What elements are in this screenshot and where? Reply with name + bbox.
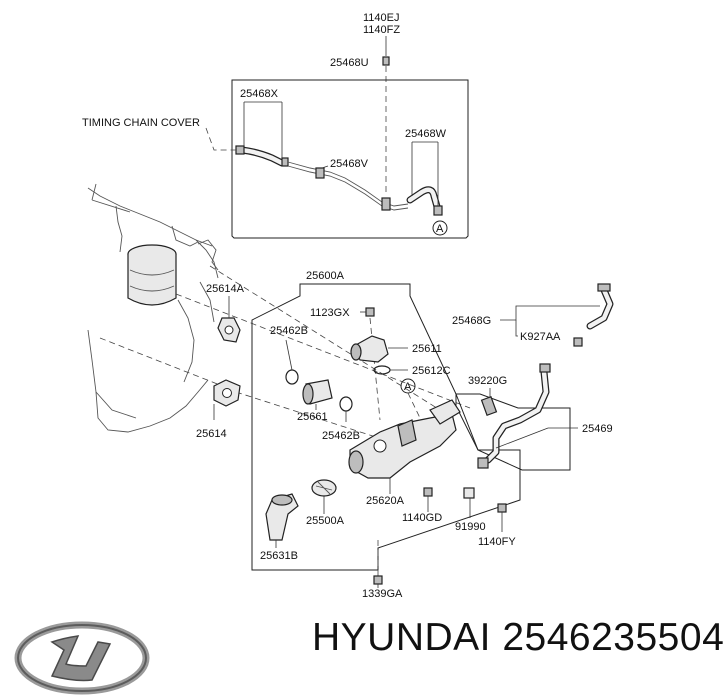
ref-a-mid: A <box>404 381 412 393</box>
label-25612c: 25612C <box>412 365 451 377</box>
label-25620a: 25620A <box>366 495 405 507</box>
pipe-25469 <box>477 363 551 469</box>
bolt-1140fy <box>497 503 507 513</box>
label-39220g: 39220G <box>468 375 507 387</box>
brand-part-number: HYUNDAI 2546235504 <box>312 616 724 659</box>
oring-25612c <box>373 365 391 375</box>
clamp-k927aa <box>573 337 583 347</box>
hyundai-logo-icon <box>14 621 150 695</box>
hose-25468x <box>235 145 289 167</box>
label-1339ga: 1339GA <box>362 588 403 600</box>
label-k927aa: K927AA <box>520 331 561 343</box>
pipe-25468v <box>287 161 409 211</box>
label-25468w: 25468W <box>405 128 447 140</box>
hose-25468w <box>406 186 443 216</box>
label-25600a: 25600A <box>306 270 345 282</box>
ref-a-top: A <box>436 223 444 235</box>
label-1140ej: 1140EJ <box>363 12 400 24</box>
label-25614: 25614 <box>196 428 227 440</box>
bolt-1140gd <box>423 487 433 497</box>
oring-25462b-upper <box>285 369 299 385</box>
bolt-1140-top <box>382 36 390 196</box>
label-1140gd: 1140GD <box>402 512 442 524</box>
label-1140fz: 1140FZ <box>363 24 400 36</box>
label-25468x: 25468X <box>240 88 279 100</box>
label-25500a: 25500A <box>306 515 345 527</box>
sensor-39220g <box>480 396 498 416</box>
pipe-25661 <box>302 379 333 405</box>
label-25468u: 25468U <box>330 57 369 69</box>
bracket-91990 <box>463 487 475 499</box>
gasket-25614a <box>217 317 241 343</box>
label-25614a: 25614A <box>206 283 245 295</box>
hose-assembly-box <box>231 79 469 239</box>
thermostat-housing-box <box>251 283 521 571</box>
label-25468g: 25468G <box>452 315 491 327</box>
label-1140fy: 1140FY <box>478 536 516 548</box>
thermostat-25500a <box>311 479 337 497</box>
label-1123gx: 1123GX <box>310 307 350 319</box>
bolt-1123gx <box>365 307 375 317</box>
label-25611: 25611 <box>412 343 442 355</box>
hose-25468g <box>586 283 614 330</box>
parts-diagram: 1140EJ 1140FZ 25468U 25468X TIMING CHAIN… <box>14 12 614 695</box>
engine-block-outline <box>87 183 219 433</box>
label-25469: 25469 <box>582 423 613 435</box>
label-25631b: 25631B <box>260 550 298 562</box>
label-timing-chain-cover: TIMING CHAIN COVER <box>82 117 200 129</box>
housing-25620a <box>348 399 461 479</box>
label-25661: 25661 <box>297 411 328 423</box>
label-91990: 91990 <box>455 521 486 533</box>
label-25462b-upper: 25462B <box>270 325 308 337</box>
inlet-25631b <box>265 493 299 541</box>
gasket-25614 <box>213 379 241 407</box>
outlet-pipe-box <box>455 393 571 471</box>
oring-25462b-lower <box>339 396 353 412</box>
label-25462b-lower: 25462B <box>322 430 360 442</box>
elbow-25611 <box>350 335 389 363</box>
label-25468v: 25468V <box>330 158 369 170</box>
